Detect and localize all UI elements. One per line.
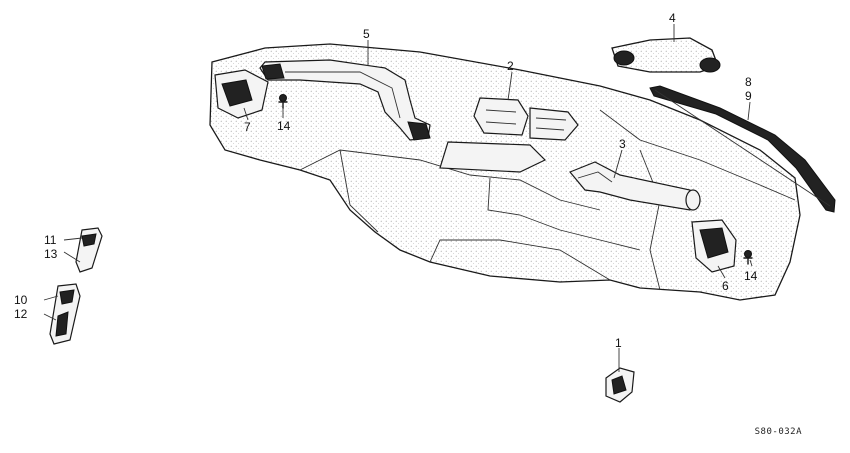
part-14-screw-left bbox=[278, 94, 288, 109]
label-part-14-left: 14 bbox=[277, 119, 291, 133]
part-3-lower-duct bbox=[569, 161, 701, 211]
part-5-upper-duct bbox=[259, 59, 431, 141]
label-part-7: 7 bbox=[244, 120, 251, 134]
leader-lines bbox=[43, 24, 753, 372]
reference-code: S80-032A bbox=[754, 427, 802, 437]
label-part-1: 1 bbox=[615, 336, 622, 350]
part-8-9-molding-strip bbox=[649, 85, 836, 213]
part-7-left-vent bbox=[214, 69, 269, 119]
label-part-6: 6 bbox=[722, 279, 729, 293]
label-part-11: 11 bbox=[44, 233, 57, 247]
label-part-12: 12 bbox=[14, 307, 28, 321]
part-2-center-vents bbox=[439, 97, 579, 173]
label-part-13: 13 bbox=[44, 247, 58, 261]
part-1-bracket bbox=[605, 367, 635, 403]
label-part-8: 8 bbox=[745, 75, 752, 89]
label-part-9: 9 bbox=[745, 89, 752, 103]
part-4-defroster-duct bbox=[611, 37, 721, 73]
label-part-4: 4 bbox=[669, 11, 676, 25]
dashboard-panel bbox=[209, 43, 801, 301]
part-11-13-side-vent bbox=[75, 227, 103, 273]
part-14-screw-right bbox=[743, 250, 753, 265]
part-6-right-vent bbox=[691, 219, 737, 273]
label-part-2: 2 bbox=[507, 59, 514, 73]
label-part-10: 10 bbox=[14, 293, 28, 307]
label-part-3: 3 bbox=[619, 137, 626, 151]
label-part-5: 5 bbox=[363, 27, 370, 41]
label-part-14-right: 14 bbox=[744, 269, 758, 283]
part-10-12-side-vent bbox=[49, 283, 81, 345]
